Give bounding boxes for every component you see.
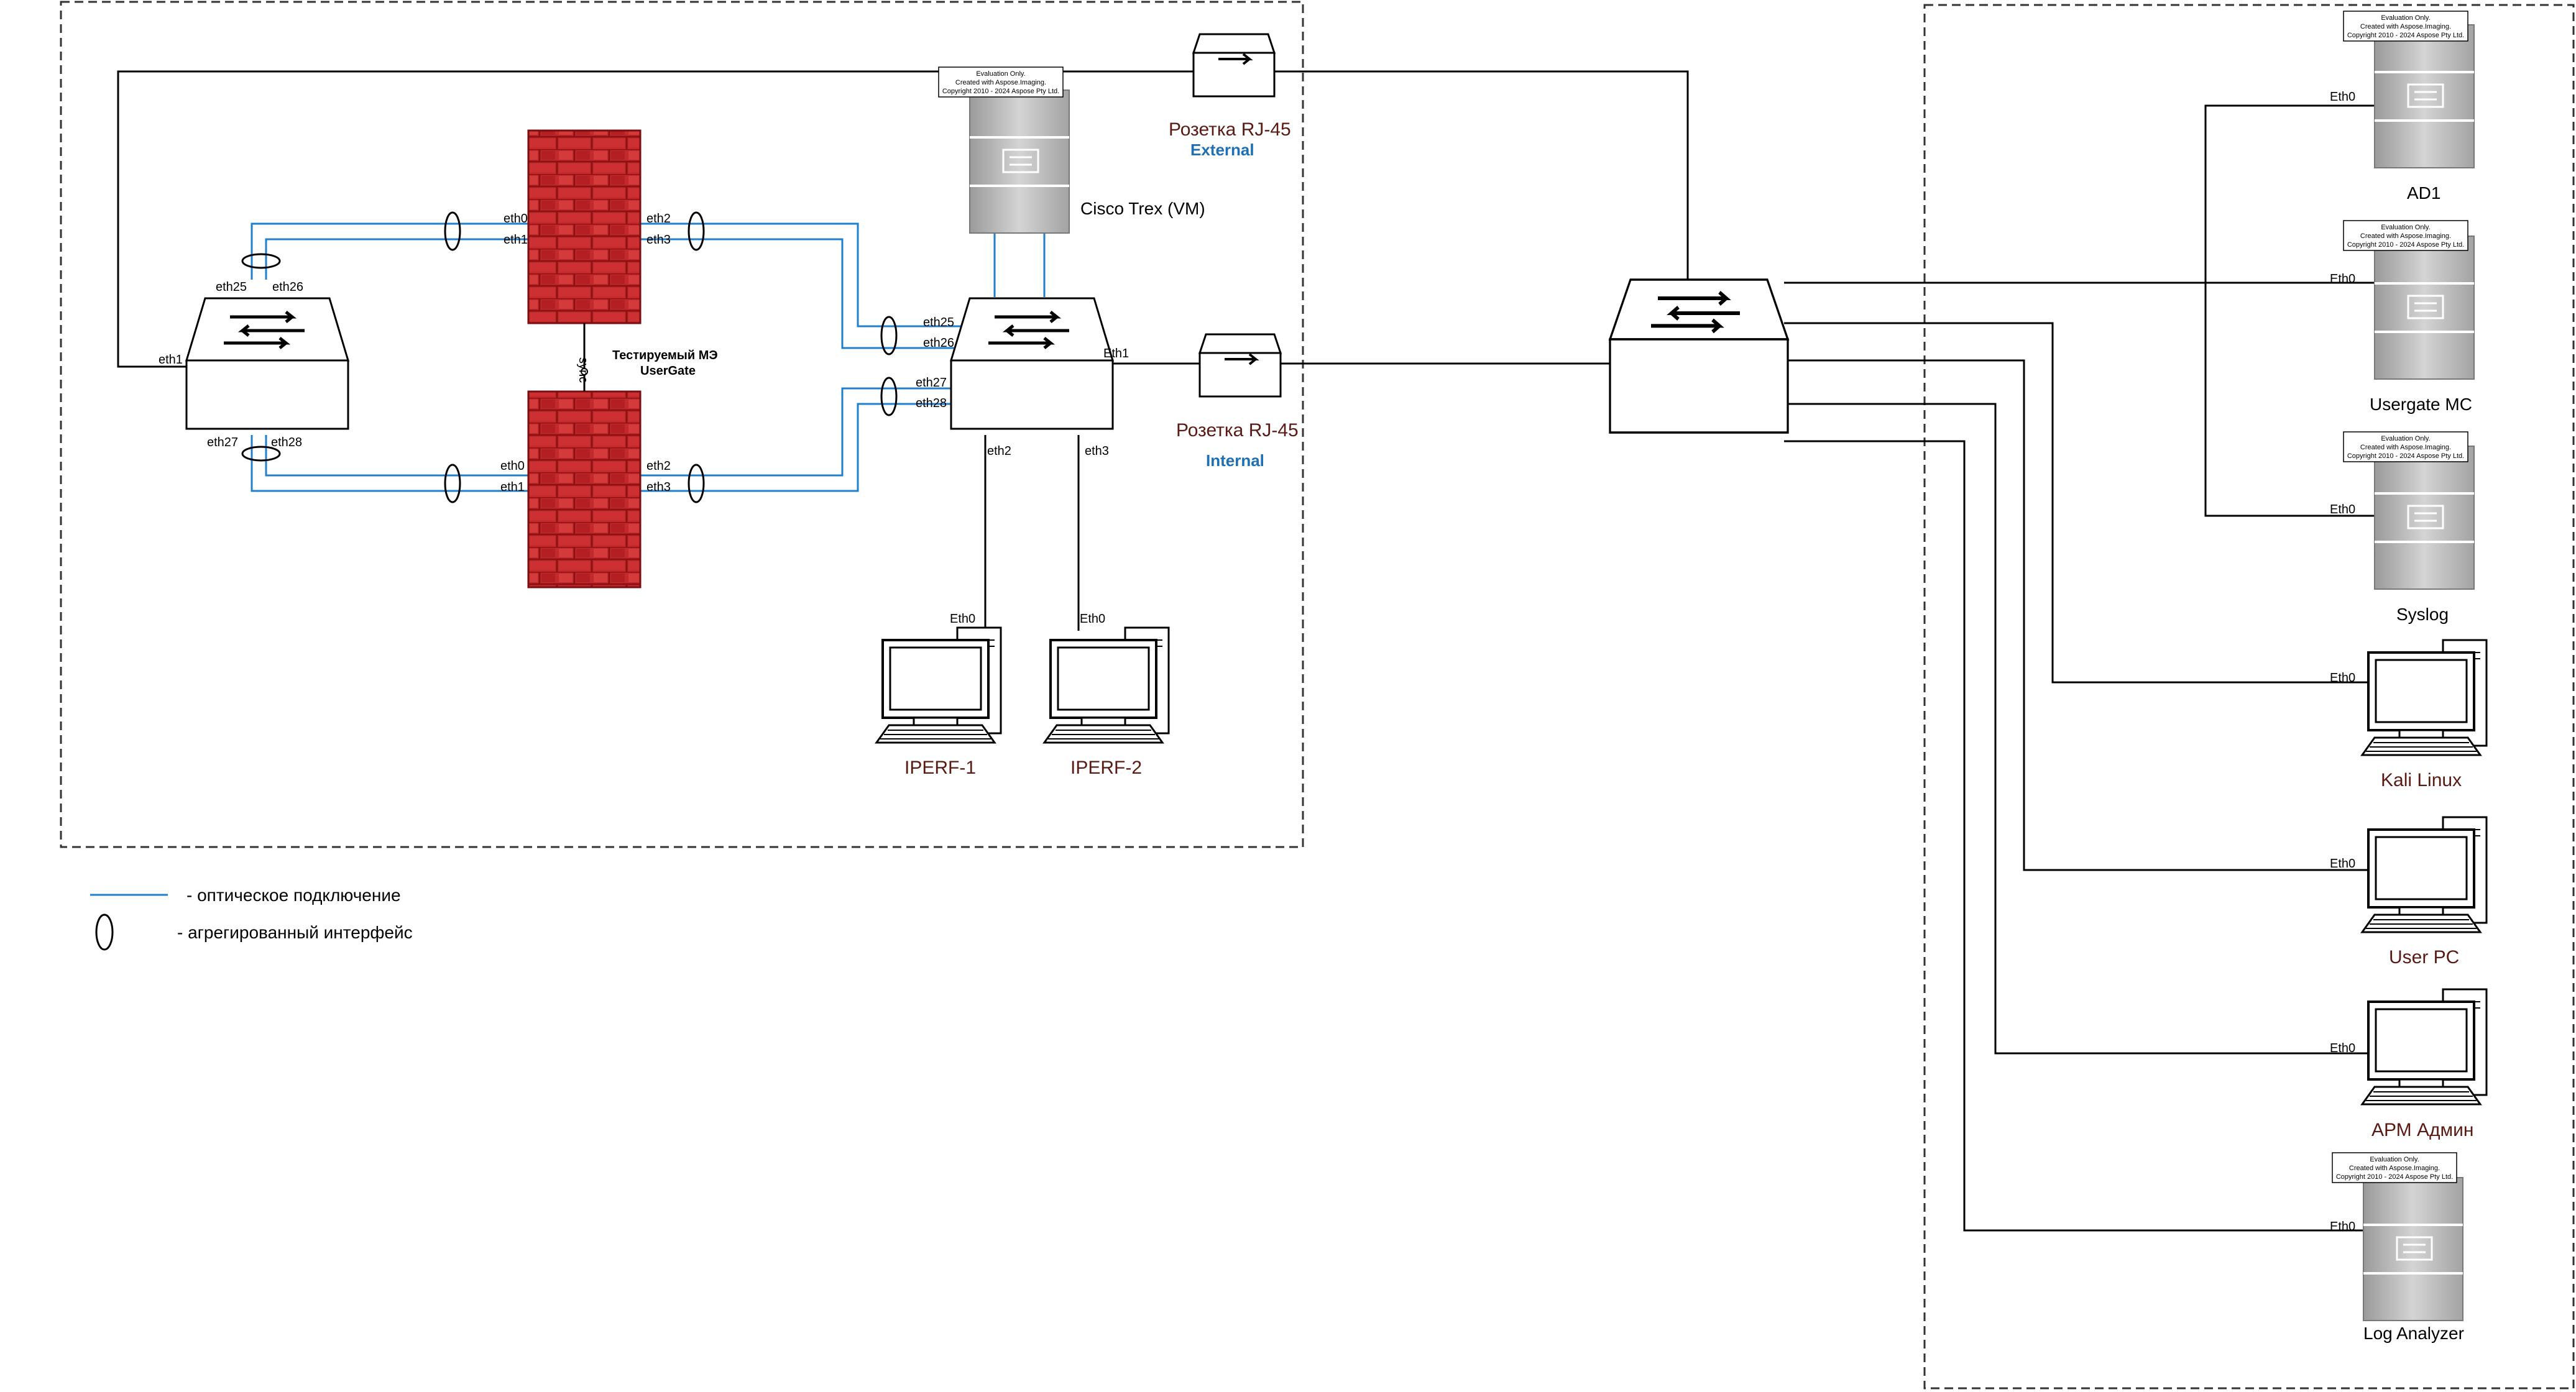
fw-top-eth3: eth3 bbox=[646, 233, 671, 247]
firewall-subtitle: UserGate bbox=[640, 364, 696, 378]
left-switch bbox=[186, 298, 348, 429]
fw-top-eth2: eth2 bbox=[646, 212, 671, 226]
socket-external bbox=[1192, 33, 1276, 98]
svg-text:Created with Aspose.Imaging.: Created with Aspose.Imaging. bbox=[2360, 444, 2451, 451]
iperf2-pc bbox=[1043, 626, 1170, 744]
center-port-eth27: eth27 bbox=[916, 376, 947, 390]
center-port-eth2: eth2 bbox=[987, 444, 1011, 458]
iperf1-label: IPERF-1 bbox=[904, 758, 976, 778]
usergate-mc-server bbox=[2373, 235, 2475, 380]
iperf1-port: Eth0 bbox=[950, 612, 975, 626]
firewall-title: Тестируемый МЭ bbox=[612, 349, 718, 362]
syslog-watermark: Evaluation Only. Created with Aspose.Ima… bbox=[2343, 431, 2468, 462]
management-zone-box bbox=[1923, 4, 2575, 1390]
fw-bottom-eth0: eth0 bbox=[500, 459, 525, 473]
trex-label: Cisco Trex (VM) bbox=[1080, 199, 1205, 218]
syslog-label: Syslog bbox=[2396, 605, 2449, 624]
svg-text:Copyright 2010 - 2024 Aspose P: Copyright 2010 - 2024 Aspose Pty Ltd. bbox=[2336, 1173, 2453, 1181]
userpc-label: User PC bbox=[2389, 947, 2459, 968]
aggregation-markers bbox=[241, 211, 898, 503]
left-switch-port-eth26: eth26 bbox=[272, 280, 303, 294]
kali-label: Kali Linux bbox=[2381, 770, 2462, 790]
legend-optical-label: - оптическое подключение bbox=[186, 886, 401, 905]
test-zone-box bbox=[60, 1, 1304, 848]
svg-text:Copyright 2010 - 2024 Aspose P: Copyright 2010 - 2024 Aspose Pty Ltd. bbox=[2347, 452, 2464, 460]
iperf2-label: IPERF-2 bbox=[1070, 758, 1142, 778]
socket-external-tag: External bbox=[1190, 140, 1254, 159]
fw-top-eth1: eth1 bbox=[504, 233, 528, 247]
iperf1-pc bbox=[875, 626, 1002, 744]
copper-links bbox=[117, 70, 2381, 1232]
center-port-eth1: Eth1 bbox=[1103, 347, 1129, 360]
svg-text:Copyright 2010 - 2024 Aspose P: Copyright 2010 - 2024 Aspose Pty Ltd. bbox=[942, 88, 1059, 95]
userpc-pc bbox=[2361, 816, 2488, 933]
left-switch-port-eth25: eth25 bbox=[216, 280, 247, 294]
userpc-port: Eth0 bbox=[2330, 857, 2355, 871]
socket-external-label: Розетка RJ-45 bbox=[1169, 119, 1291, 140]
svg-text:Copyright 2010 - 2024 Aspose P: Copyright 2010 - 2024 Aspose Pty Ltd. bbox=[2347, 241, 2464, 249]
center-port-eth3: eth3 bbox=[1085, 444, 1109, 458]
syslog-port: Eth0 bbox=[2330, 503, 2355, 516]
arm-label: АРМ Админ bbox=[2371, 1120, 2473, 1140]
svg-text:Created with Aspose.Imaging.: Created with Aspose.Imaging. bbox=[2349, 1165, 2440, 1172]
trex-watermark: Evaluation Only. Created with Aspose.Ima… bbox=[938, 66, 1064, 98]
usergate-mc-port: Eth0 bbox=[2330, 272, 2355, 286]
log-analyzer-label: Log Analyzer bbox=[2363, 1324, 2464, 1343]
fw-top-eth0: eth0 bbox=[504, 212, 528, 226]
center-port-eth25: eth25 bbox=[923, 316, 954, 329]
left-switch-port-eth28: eth28 bbox=[271, 436, 302, 449]
optical-links bbox=[251, 222, 1046, 492]
arm-port: Eth0 bbox=[2330, 1042, 2355, 1055]
center-switch bbox=[951, 298, 1113, 429]
log-analyzer-port: Eth0 bbox=[2330, 1220, 2355, 1234]
svg-text:Evaluation Only.: Evaluation Only. bbox=[2381, 435, 2430, 442]
iperf2-port: Eth0 bbox=[1080, 612, 1105, 626]
fw-bottom-eth3: eth3 bbox=[646, 480, 671, 494]
usergate-mc-watermark: Evaluation Only. Created with Aspose.Ima… bbox=[2343, 220, 2468, 251]
firewall-bottom bbox=[527, 390, 642, 588]
ad1-server bbox=[2373, 24, 2475, 169]
kali-pc bbox=[2361, 639, 2488, 756]
svg-text:Created with Aspose.Imaging.: Created with Aspose.Imaging. bbox=[955, 79, 1046, 86]
svg-text:Evaluation Only.: Evaluation Only. bbox=[2381, 14, 2430, 22]
svg-text:Evaluation Only.: Evaluation Only. bbox=[2370, 1156, 2419, 1163]
socket-internal-label: Розетка RJ-45 bbox=[1176, 420, 1299, 441]
sync-label: sync bbox=[576, 357, 590, 383]
core-switch bbox=[1608, 278, 1790, 434]
log-analyzer-watermark: Evaluation Only. Created with Aspose.Ima… bbox=[2332, 1152, 2457, 1183]
trex-server bbox=[968, 89, 1070, 234]
ad1-watermark: Evaluation Only. Created with Aspose.Ima… bbox=[2343, 11, 2468, 42]
socket-internal-tag: Internal bbox=[1206, 451, 1264, 470]
arm-pc bbox=[2361, 988, 2488, 1106]
left-switch-port-eth1: eth1 bbox=[159, 353, 183, 367]
kali-port: Eth0 bbox=[2330, 671, 2355, 685]
ad1-port: Eth0 bbox=[2330, 90, 2355, 104]
left-switch-port-eth27: eth27 bbox=[207, 436, 238, 449]
fw-bottom-eth1: eth1 bbox=[500, 480, 525, 494]
legend-aggregated-marker bbox=[95, 914, 114, 951]
firewall-top bbox=[527, 129, 642, 324]
svg-text:Copyright 2010 - 2024 Aspose P: Copyright 2010 - 2024 Aspose Pty Ltd. bbox=[2347, 32, 2464, 39]
svg-text:Created with Aspose.Imaging.: Created with Aspose.Imaging. bbox=[2360, 23, 2451, 30]
center-port-eth26: eth26 bbox=[923, 336, 954, 350]
log-analyzer-server bbox=[2362, 1176, 2464, 1322]
ad1-label: AD1 bbox=[2407, 183, 2440, 203]
fw-bottom-eth2: eth2 bbox=[646, 459, 671, 473]
svg-text:Created with Aspose.Imaging.: Created with Aspose.Imaging. bbox=[2360, 232, 2451, 240]
svg-text:Evaluation Only.: Evaluation Only. bbox=[976, 70, 1025, 78]
center-port-eth28: eth28 bbox=[916, 396, 947, 410]
usergate-mc-label: Usergate MC bbox=[2370, 395, 2472, 414]
legend-aggregated-label: - агрегированный интерфейс bbox=[177, 923, 413, 942]
svg-text:Evaluation Only.: Evaluation Only. bbox=[2381, 224, 2430, 231]
socket-internal bbox=[1198, 333, 1282, 398]
syslog-server bbox=[2373, 445, 2475, 590]
